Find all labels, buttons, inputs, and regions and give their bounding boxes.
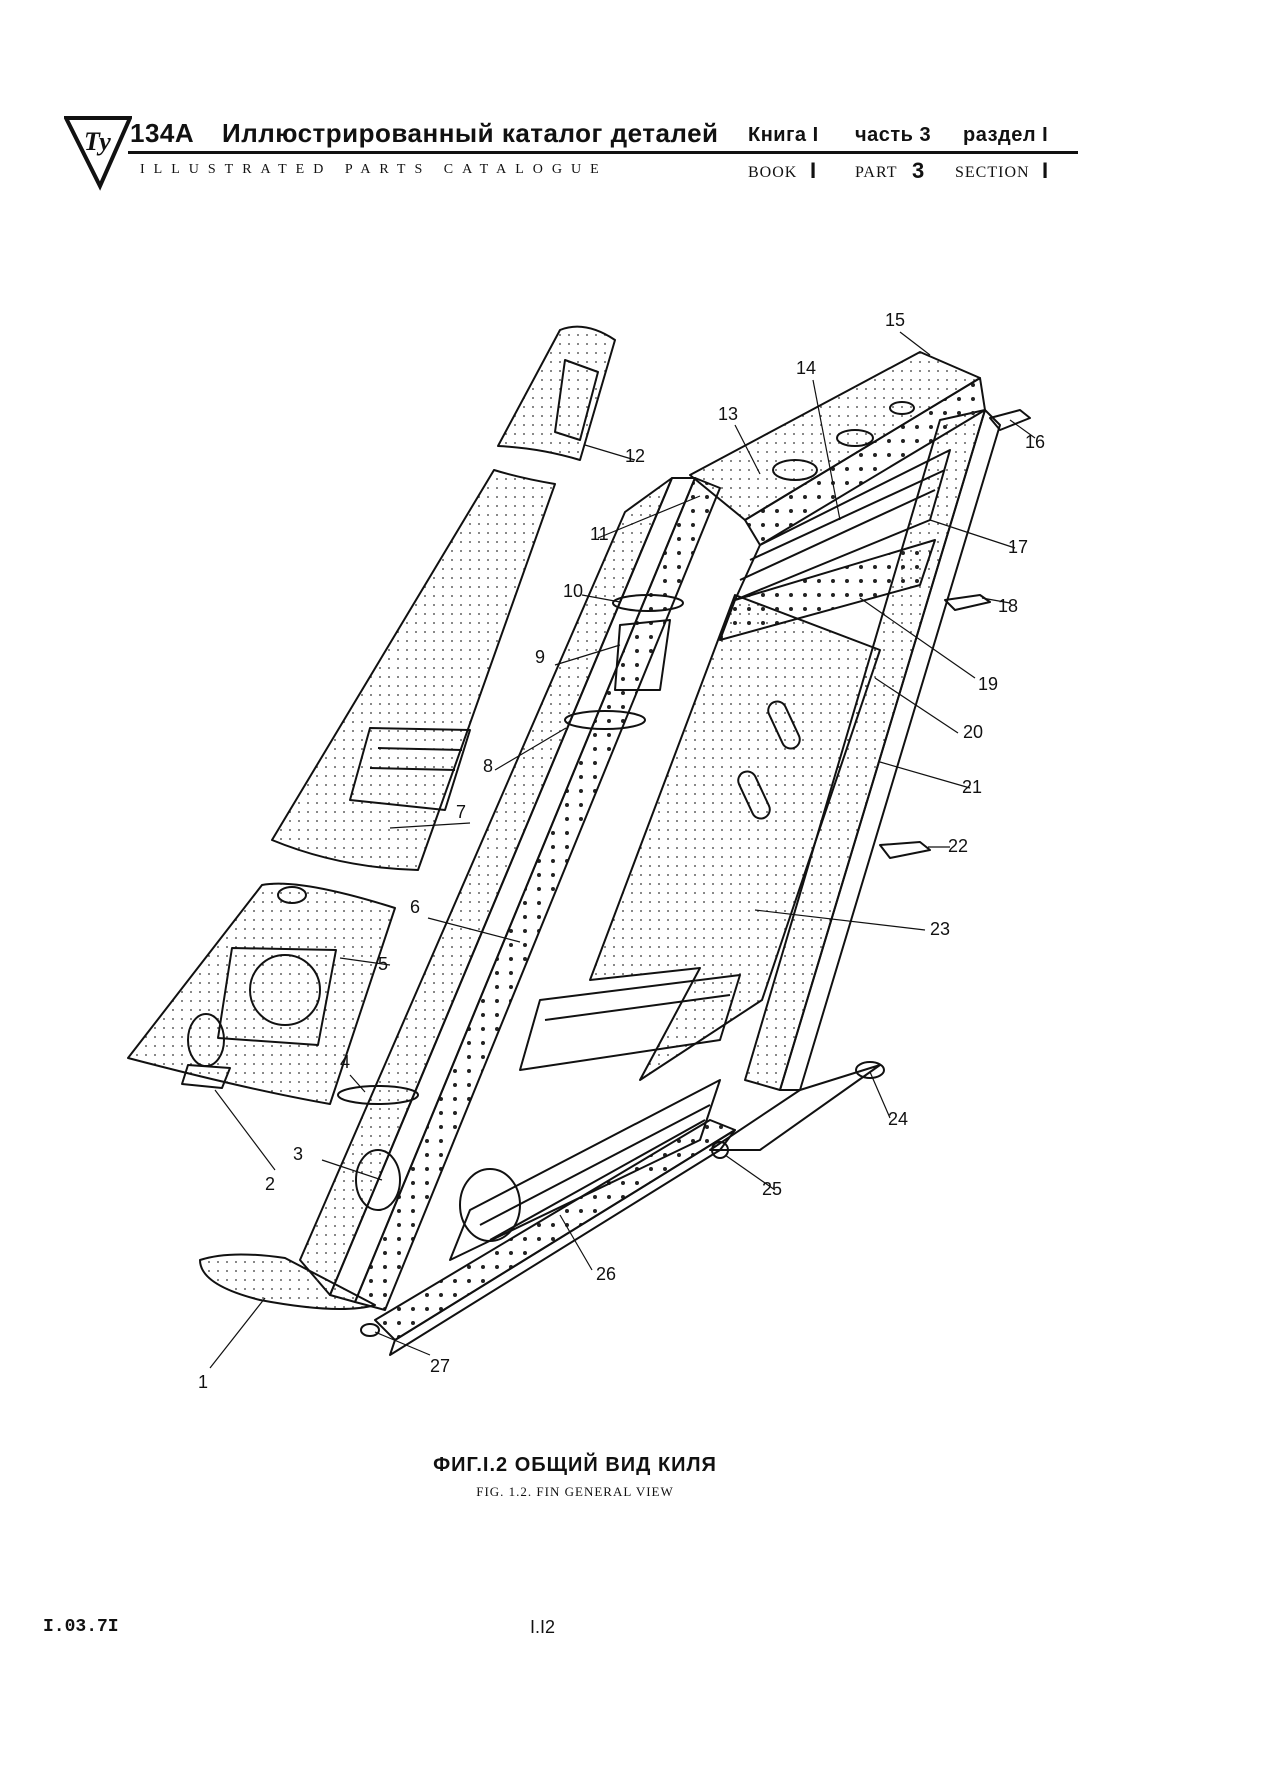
part-en-label: PART <box>855 164 898 181</box>
callout-2: 2 <box>265 1174 275 1194</box>
figure-caption-en: FIG. 1.2. FIN GENERAL VIEW <box>476 1484 674 1499</box>
part-9-bracket <box>614 619 671 691</box>
callout-23: 23 <box>930 919 950 939</box>
callout-11: 11 <box>590 524 609 544</box>
lower-internal-ribs <box>355 974 741 1261</box>
logo-text: Ту <box>84 127 111 156</box>
part-en-num: 3 <box>912 158 925 183</box>
part-8-fairing <box>564 710 646 730</box>
callout-12: 12 <box>625 446 645 466</box>
book-en-label: BOOK <box>748 164 798 181</box>
callout-24: 24 <box>888 1109 908 1129</box>
callout-5: 5 <box>378 954 388 974</box>
callout-26: 26 <box>596 1264 616 1284</box>
book-ru: Книга I <box>748 124 819 146</box>
callout-15: 15 <box>885 310 905 330</box>
footer-date: I.03.7I <box>43 1617 119 1637</box>
part-18-fitting <box>944 594 991 611</box>
part-24-rear-fitting-beam <box>709 1061 885 1159</box>
title-en: ILLUSTRATED PARTS CATALOGUE <box>140 162 608 177</box>
callout-8: 8 <box>483 756 493 776</box>
part-1-bottom-rib <box>199 1253 376 1310</box>
part-5-leading-edge-lower <box>127 882 396 1105</box>
section-ru: раздел I <box>963 124 1049 146</box>
callout-14: 14 <box>796 358 816 378</box>
callout-4: 4 <box>340 1052 350 1072</box>
callout-9: 9 <box>535 647 545 667</box>
callout-19: 19 <box>978 674 998 694</box>
callout-10: 10 <box>563 581 583 601</box>
footer-page-number: I.I2 <box>530 1617 556 1637</box>
part-16-fitting <box>989 409 1031 431</box>
callout-25: 25 <box>762 1179 782 1199</box>
section-en-label: SECTION <box>955 164 1030 181</box>
callout-13: 13 <box>718 404 738 424</box>
tupolev-logo: Ту <box>64 116 132 191</box>
callout-27: 27 <box>430 1356 450 1376</box>
callout-18: 18 <box>998 596 1018 616</box>
header-rule <box>128 151 1078 154</box>
callout-21: 21 <box>962 777 982 797</box>
model-number: 134A <box>130 118 195 148</box>
callout-7: 7 <box>456 802 466 822</box>
callout-17: 17 <box>1008 537 1028 557</box>
callout-6: 6 <box>410 897 420 917</box>
callout-1: 1 <box>198 1372 208 1392</box>
part-13-top-rib <box>689 351 986 546</box>
part-ru: часть 3 <box>855 124 932 146</box>
title-ru: Иллюстрированный каталог деталей <box>222 118 719 148</box>
callout-20: 20 <box>963 722 983 742</box>
part-4-fairing <box>337 1085 419 1105</box>
callout-3: 3 <box>293 1144 303 1164</box>
callout-22: 22 <box>948 836 968 856</box>
part-10-fairing <box>612 594 684 612</box>
figure-caption-ru: ФИГ.I.2 ОБЩИЙ ВИД КИЛЯ <box>433 1454 717 1476</box>
book-en-num: I <box>810 158 817 183</box>
part-22-fitting <box>879 841 931 859</box>
upper-ribs <box>719 449 951 641</box>
callout-16: 16 <box>1025 432 1045 452</box>
part-27-fitting <box>360 1323 380 1337</box>
part-7-leading-edge-upper <box>271 469 556 871</box>
part-12-tip-fairing <box>497 325 616 461</box>
section-en-num: I <box>1042 158 1049 183</box>
